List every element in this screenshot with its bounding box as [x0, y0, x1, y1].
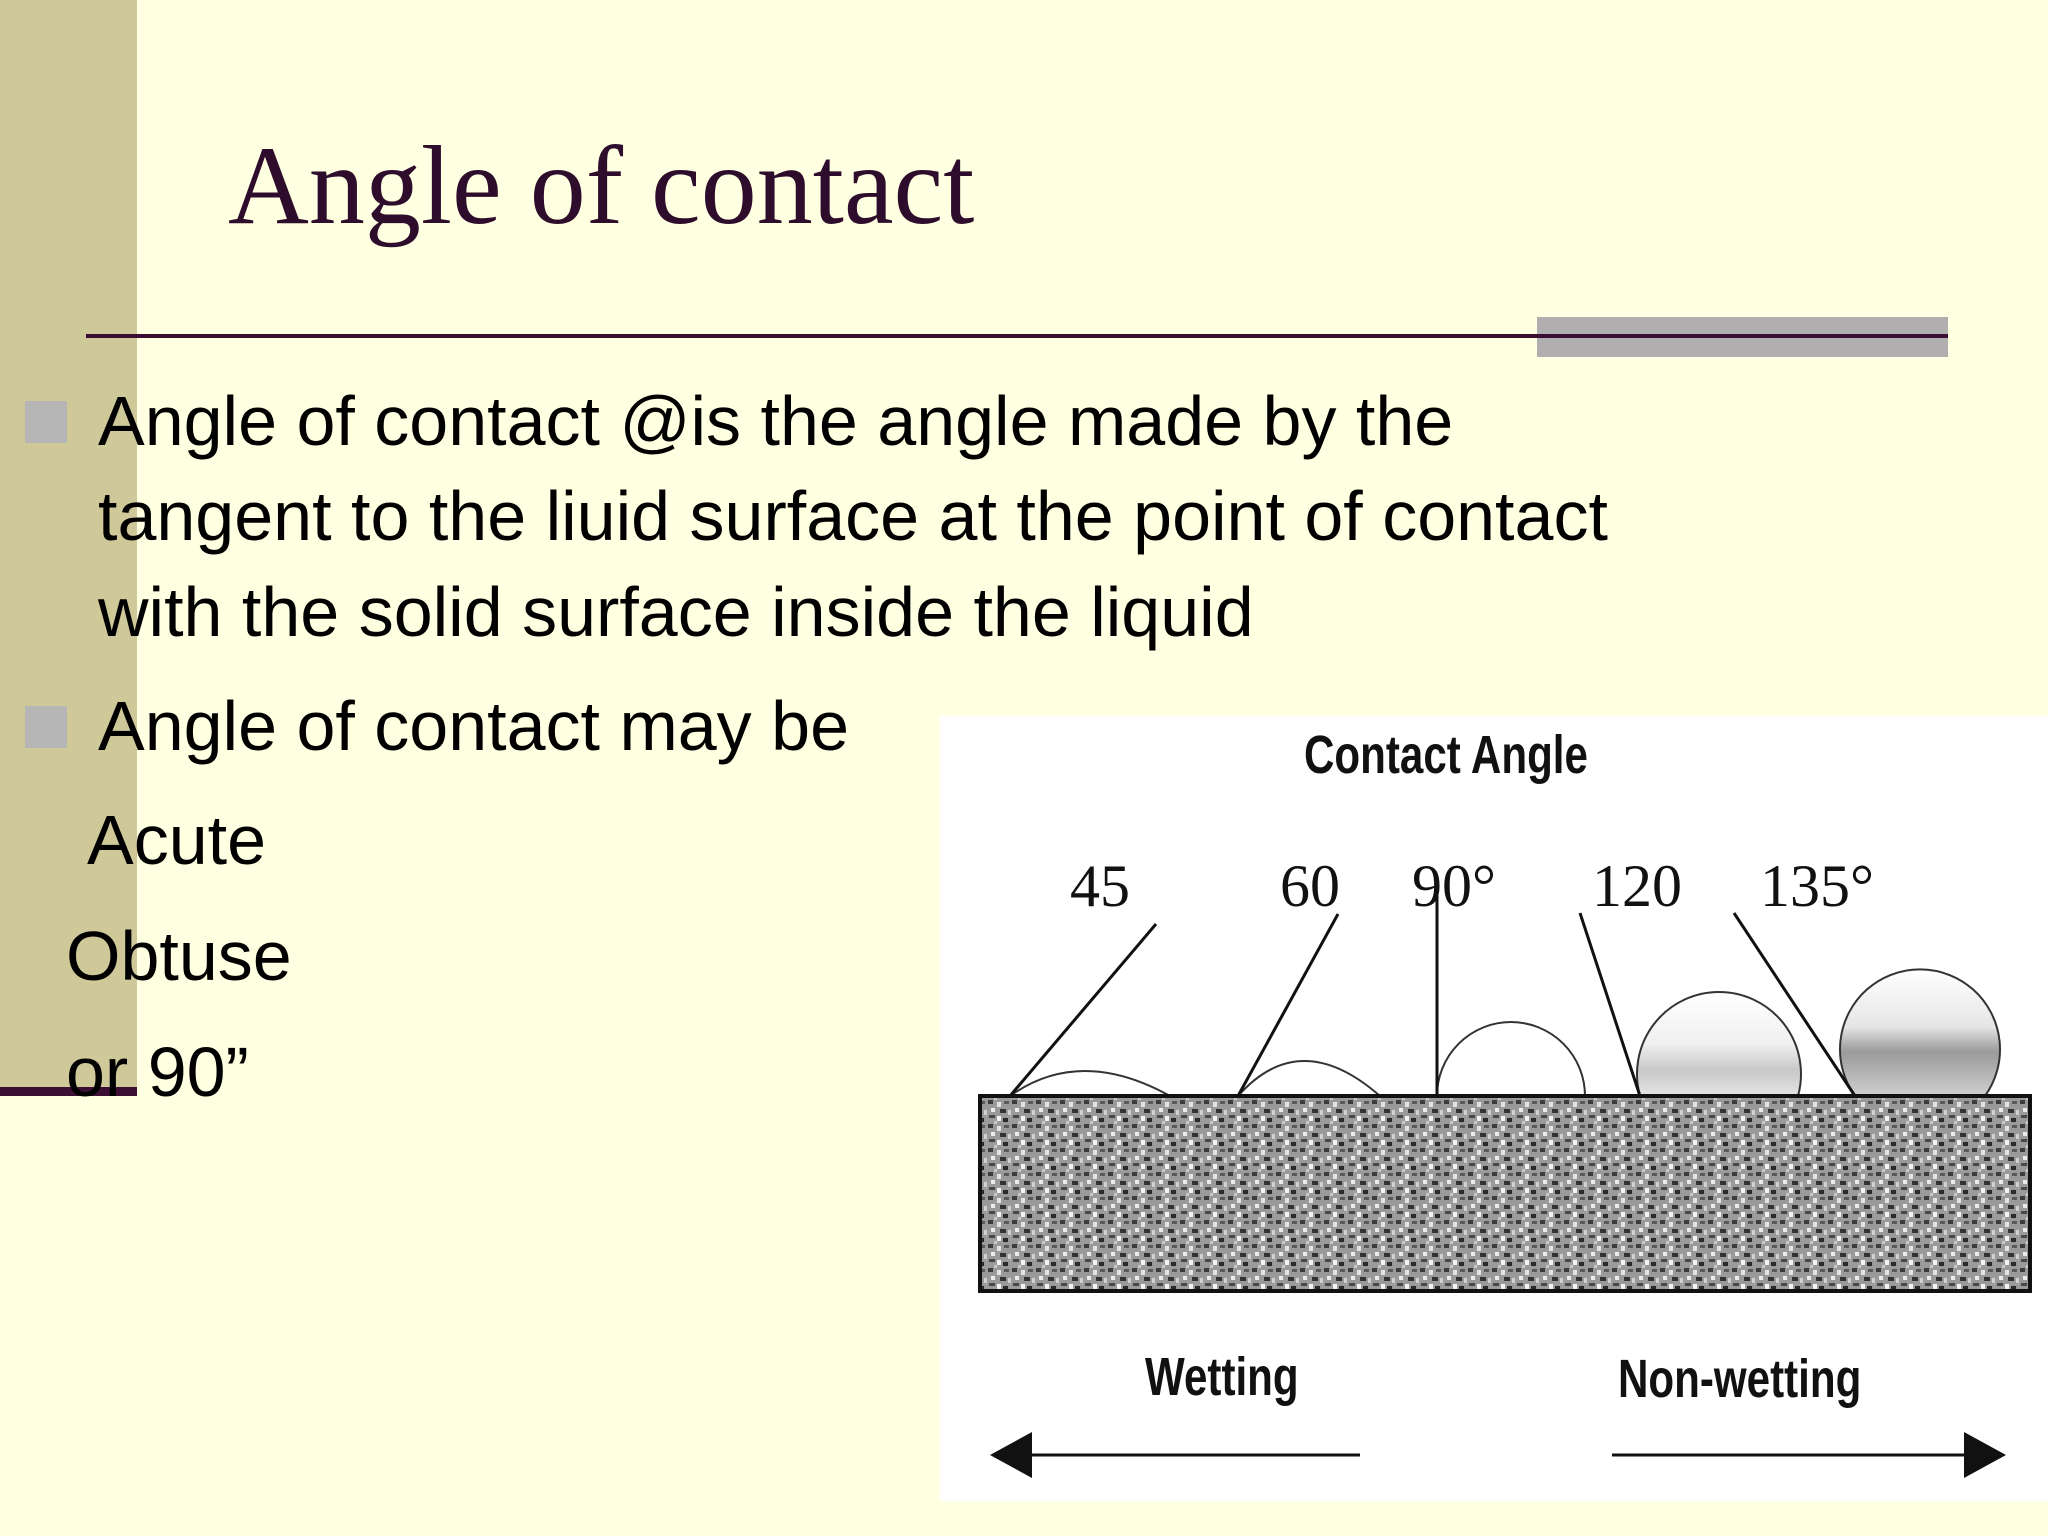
wetting-arrowhead: [990, 1432, 1032, 1478]
slide-title: Angle of contact: [228, 124, 975, 248]
nonwetting-arrowhead: [1964, 1432, 2006, 1478]
droplet-135: [1839, 968, 2001, 1097]
option-90: or 90”: [66, 1033, 249, 1111]
tangent-120: [1578, 912, 1642, 1097]
contact-angle-figure: Contact Angle 45 60 90° 120 135° Wetting…: [940, 716, 2048, 1501]
bullet-1-line-2: tangent to the liuid surface at the poin…: [98, 477, 1608, 555]
bullet-2-line-1: Angle of contact may be: [98, 687, 849, 765]
droplet-120: [1636, 991, 1802, 1097]
bullet-marker: [25, 706, 67, 748]
sidebar-accent-line: [0, 1087, 137, 1096]
solid-surface: [978, 1094, 2032, 1293]
droplet-45: [1009, 1070, 1171, 1097]
decorative-sidebar: [0, 0, 137, 1090]
nonwetting-label: Non-wetting: [1618, 1349, 1862, 1409]
angle-label-90: 90°: [1412, 853, 1496, 919]
bullet-marker: [25, 401, 67, 443]
tangent-60: [1236, 913, 1340, 1097]
droplet-60: [1237, 1060, 1381, 1097]
angle-label-120: 120: [1592, 853, 1682, 919]
droplet-90: [1436, 1021, 1586, 1097]
option-acute: Acute: [87, 801, 266, 879]
tangent-45: [1008, 923, 1158, 1097]
option-obtuse: Obtuse: [66, 917, 292, 995]
title-divider-overlay: [1537, 334, 1948, 338]
angle-label-45: 45: [1070, 853, 1130, 919]
wetting-label: Wetting: [1145, 1347, 1299, 1407]
angle-label-60: 60: [1280, 853, 1340, 919]
contact-angle-diagram: [978, 896, 2032, 1478]
tangent-135: [1732, 912, 1857, 1097]
bullet-1-line-3: with the solid surface inside the liquid: [98, 573, 1254, 651]
title-divider: [86, 334, 1948, 338]
figure-title: Contact Angle: [1304, 725, 1588, 785]
bullet-1-line-1: Angle of contact @is the angle made by t…: [98, 382, 1454, 460]
angle-label-135: 135°: [1760, 853, 1874, 919]
